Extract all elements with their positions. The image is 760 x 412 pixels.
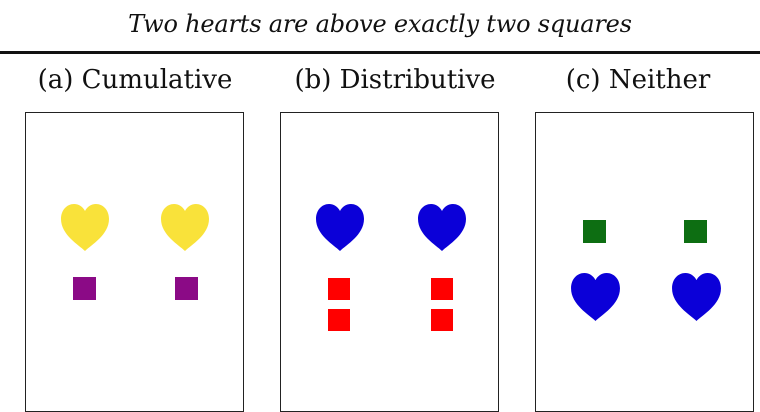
panel-neither (535, 112, 754, 412)
square-icon (328, 309, 350, 331)
square-shape (583, 220, 606, 243)
heart-shape (418, 204, 466, 251)
square-icon (684, 220, 707, 243)
panel-label-distributive: (b) Distributive (294, 65, 496, 95)
square-icon (431, 278, 453, 300)
square-shape (684, 220, 707, 243)
square-icon (583, 220, 606, 243)
square-shape (328, 309, 350, 331)
heart-icon (61, 204, 109, 251)
heart-icon (161, 204, 209, 251)
heart-shape (161, 204, 209, 251)
heart-icon (316, 204, 364, 251)
heart-shape (571, 273, 620, 321)
square-shape (73, 277, 96, 300)
square-icon (328, 278, 350, 300)
square-icon (175, 277, 198, 300)
heart-icon (672, 273, 721, 321)
panel-label-cumulative: (a) Cumulative (37, 65, 233, 95)
square-shape (431, 309, 453, 331)
square-icon (431, 309, 453, 331)
square-shape (175, 277, 198, 300)
heart-shape (672, 273, 721, 321)
square-shape (431, 278, 453, 300)
panel-distributive (280, 112, 499, 412)
heart-shape (61, 204, 109, 251)
panel-label-neither: (c) Neither (565, 65, 711, 95)
square-icon (73, 277, 96, 300)
heart-shape (316, 204, 364, 251)
heart-icon (418, 204, 466, 251)
square-shape (328, 278, 350, 300)
panel-cumulative (25, 112, 244, 412)
heart-icon (571, 273, 620, 321)
figure-caption: Two hearts are above exactly two squares (128, 10, 632, 38)
horizontal-rule (0, 51, 760, 54)
